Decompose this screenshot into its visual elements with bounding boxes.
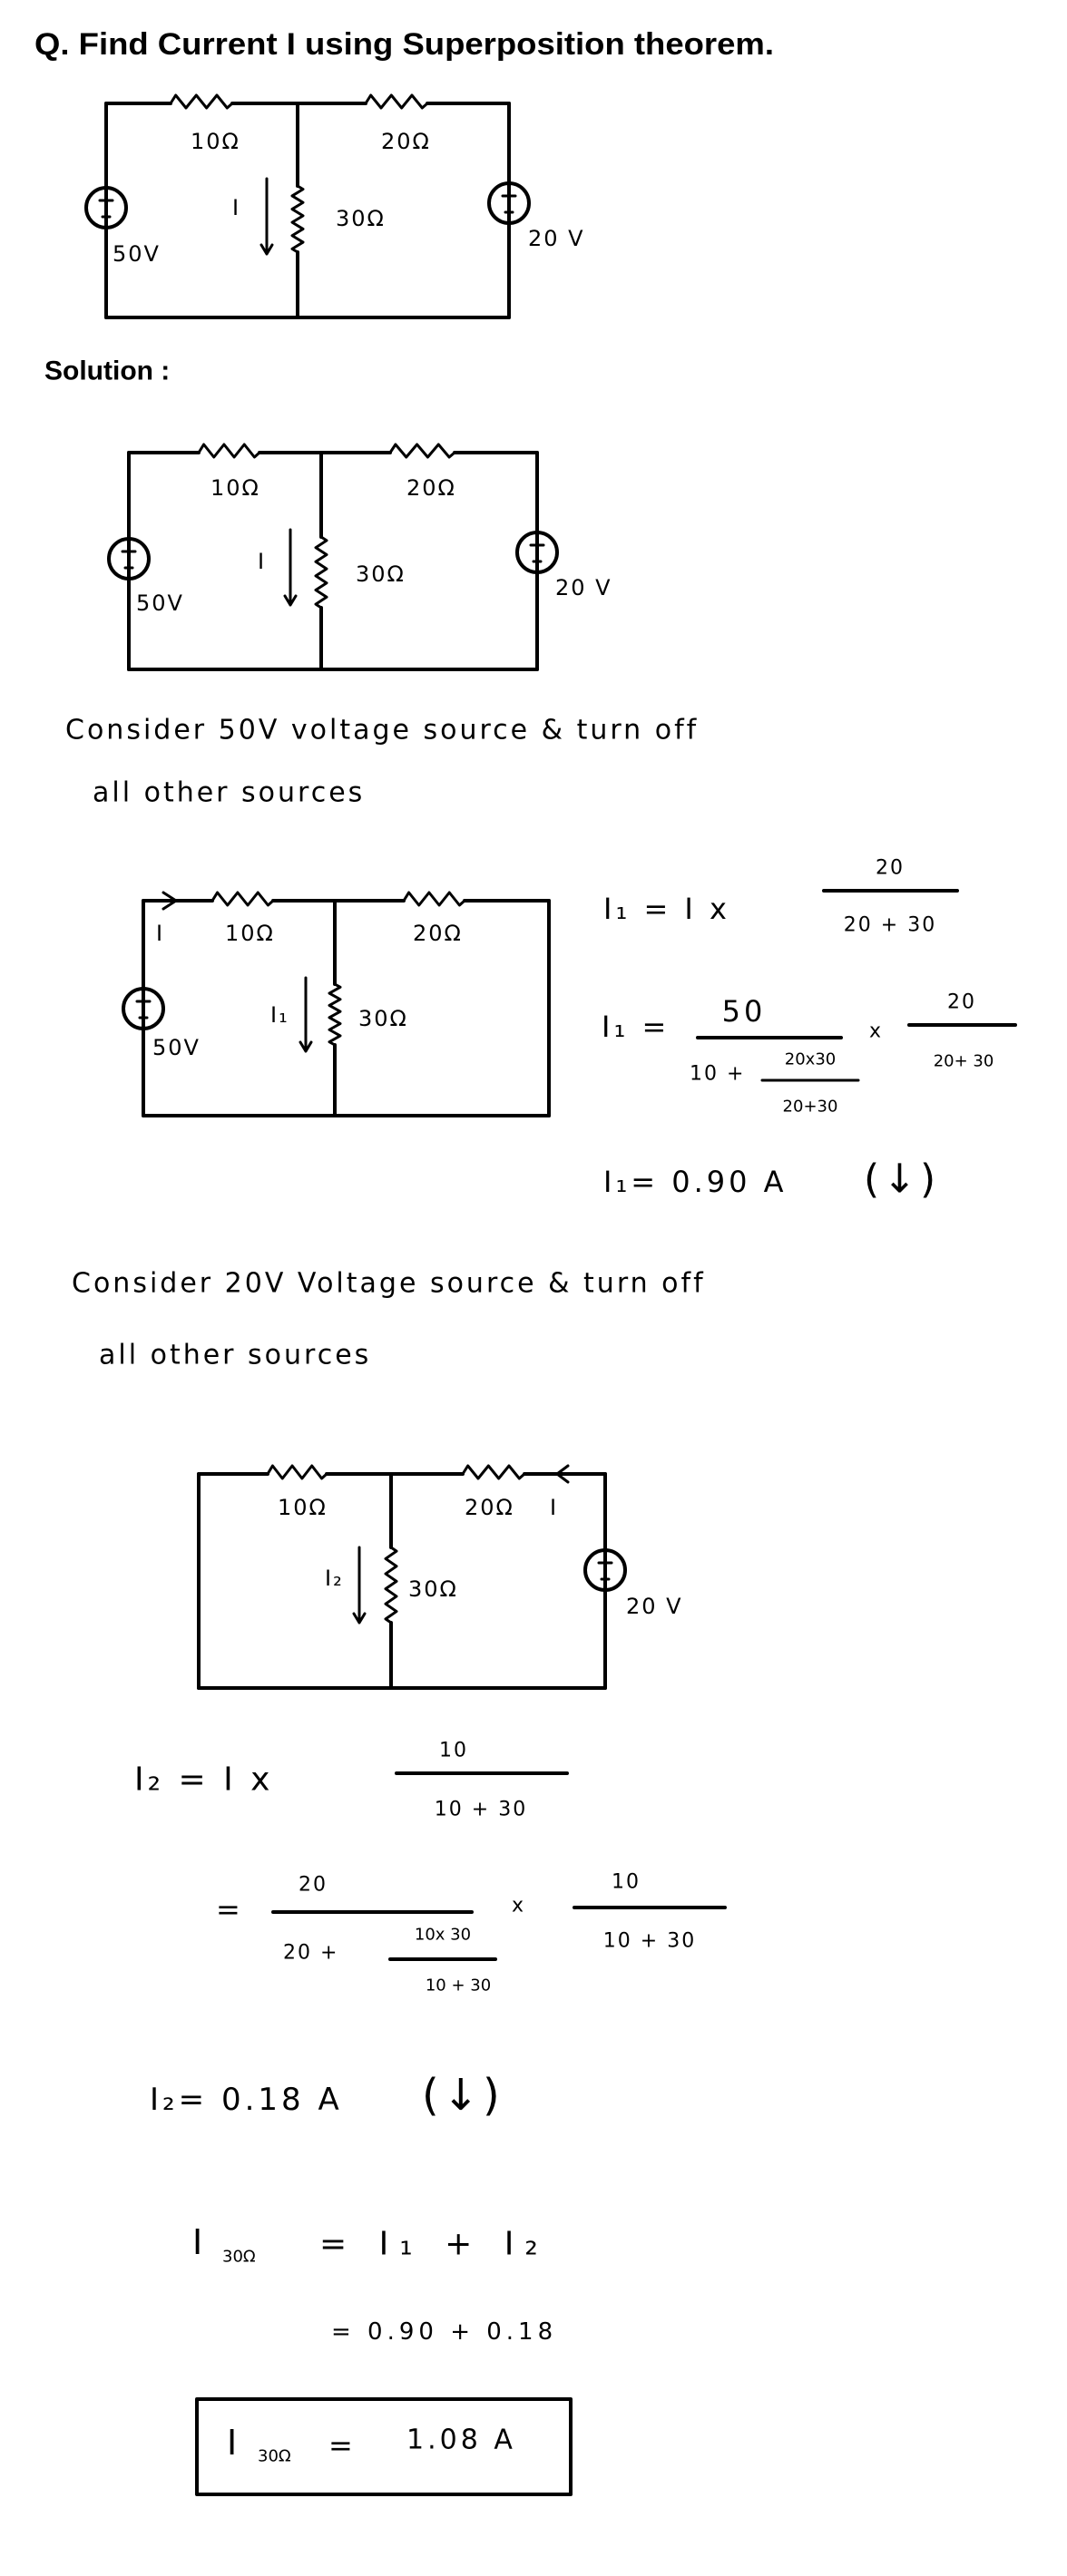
r2-label: 20Ω xyxy=(413,921,463,946)
total-lhs-I: I xyxy=(192,2222,206,2262)
r1-label: 10Ω xyxy=(191,129,240,154)
r3-label: 30Ω xyxy=(336,206,386,231)
v2-label: 20 V xyxy=(555,575,612,600)
step2-direction: (↓) xyxy=(422,2070,504,2121)
eq-den-denominator: 20+30 xyxy=(783,1098,838,1117)
step2-equation-1: I₂ = I x 10 10 + 30 xyxy=(134,1740,569,1821)
eq-denominator-2: 10 + 30 xyxy=(603,1930,696,1953)
times-sign: x xyxy=(512,1895,525,1917)
resistor-symbol xyxy=(461,1464,526,1480)
circuit-solution: 10Ω 20Ω 30Ω I 50V 20 V xyxy=(107,443,612,671)
eq-den-prefix: 10 + xyxy=(690,1063,745,1086)
current-label: I xyxy=(550,1495,558,1520)
resistor-symbol xyxy=(210,891,275,907)
v1-label: 50V xyxy=(152,1035,201,1060)
step1-equation-2: I₁ = 50 10 + 20x30 20+30 x 20 20+ 30 xyxy=(602,991,1017,1117)
eq-lhs: I₁ = I x xyxy=(603,892,730,926)
step1-instruction-line2: all other sources xyxy=(93,777,365,809)
v1-label: 50V xyxy=(113,241,161,267)
step2-instruction-line1: Consider 20V Voltage source & turn off xyxy=(72,1268,706,1300)
resistor-symbol xyxy=(290,184,305,254)
r3-label: 30Ω xyxy=(358,1006,408,1031)
eq-den-denominator: 10 + 30 xyxy=(426,1976,491,1995)
final-value: 1.08 A xyxy=(406,2425,516,2456)
current-2-label: I₂ xyxy=(325,1566,344,1591)
eq-lhs: I₁ = xyxy=(602,1010,670,1044)
step2-equation-2: = 20 20 + 10x 30 10 + 30 x 10 10 + 30 xyxy=(216,1871,727,1995)
solution-heading: Solution : xyxy=(44,356,170,386)
eq-denominator: 10 + 30 xyxy=(435,1799,527,1821)
r3-label: 30Ω xyxy=(408,1576,458,1602)
current-arrow-icon xyxy=(352,1546,367,1625)
circuit-original: 10Ω 20Ω 30Ω I 50V 20 V xyxy=(84,93,585,319)
final-lhs-I: I xyxy=(227,2423,240,2463)
step2-instruction-line2: all other sources xyxy=(99,1340,371,1371)
eq-numerator-2: 10 xyxy=(612,1871,641,1894)
current-arrow-icon xyxy=(283,528,298,607)
current-arrow-icon xyxy=(259,177,274,256)
final-answer-box: I 30Ω = 1.08 A xyxy=(195,2397,573,2496)
step1-equation-1: I₁ = I x 20 20 + 30 xyxy=(603,857,959,937)
eq-numerator: 20 xyxy=(876,857,905,880)
total-values: = 0.90 + 0.18 xyxy=(331,2318,557,2346)
eq-numerator: 10 xyxy=(439,1740,468,1762)
current-label: I xyxy=(258,549,266,574)
resistor-symbol xyxy=(266,1464,328,1480)
eq-den-numerator: 10x 30 xyxy=(415,1926,471,1945)
r2-label: 20Ω xyxy=(406,475,456,501)
eq-den-prefix: 20 + xyxy=(283,1942,338,1965)
eq-denominator-2: 20+ 30 xyxy=(934,1052,994,1071)
eq-numerator: 20 xyxy=(299,1874,328,1897)
resistor-symbol xyxy=(169,93,234,110)
v2-label: 20 V xyxy=(528,226,585,251)
resistor-symbol xyxy=(314,535,328,610)
resistor-symbol xyxy=(402,891,466,907)
step1-direction: (↓) xyxy=(864,1156,939,1203)
total-sum: = I₁ + I₂ xyxy=(319,2226,549,2263)
resistor-symbol xyxy=(364,93,429,110)
eq-lhs: I₂ = I x xyxy=(134,1761,273,1799)
circuit-50v-only: I 10Ω 20Ω 30Ω I₁ 50V xyxy=(122,891,551,1117)
resistor-symbol xyxy=(197,443,261,459)
total-lhs-subscript: 30Ω xyxy=(222,2248,256,2267)
eq-lhs: = xyxy=(216,1892,244,1927)
times-sign: x xyxy=(869,1020,883,1043)
eq-numerator: 50 xyxy=(722,994,767,1029)
r2-label: 20Ω xyxy=(381,129,431,154)
total-current-equation: I 30Ω = I₁ + I₂ = 0.90 + 0.18 xyxy=(192,2222,557,2346)
eq-numerator-2: 20 xyxy=(947,991,976,1014)
step1-instruction-line1: Consider 50V voltage source & turn off xyxy=(65,715,699,746)
step1-result: I₁= 0.90 A xyxy=(603,1165,788,1199)
resistor-symbol xyxy=(384,1546,398,1625)
current-label: I xyxy=(156,921,164,946)
eq-den-numerator: 20x30 xyxy=(785,1050,836,1069)
r2-label: 20Ω xyxy=(465,1495,514,1520)
final-lhs-subscript: 30Ω xyxy=(258,2447,291,2466)
v1-label: 50V xyxy=(136,590,184,616)
current-1-label: I₁ xyxy=(270,1002,289,1028)
current-arrow-icon xyxy=(299,976,313,1053)
step2-result: I₂= 0.18 A xyxy=(150,2082,343,2118)
circuit-20v-only: 10Ω 20Ω I 30Ω I₂ 20 V xyxy=(197,1464,683,1690)
r1-label: 10Ω xyxy=(278,1495,328,1520)
current-label: I xyxy=(232,195,240,220)
final-equals: = xyxy=(328,2428,357,2463)
question-title: Q. Find Current I using Superposition th… xyxy=(34,27,774,62)
r3-label: 30Ω xyxy=(356,561,406,587)
r1-label: 10Ω xyxy=(210,475,260,501)
resistor-symbol xyxy=(328,982,342,1047)
resistor-symbol xyxy=(388,443,456,459)
eq-denominator: 20 + 30 xyxy=(844,914,936,937)
r1-label: 10Ω xyxy=(225,921,275,946)
v2-label: 20 V xyxy=(626,1594,683,1619)
answer-box-border xyxy=(195,2397,573,2496)
